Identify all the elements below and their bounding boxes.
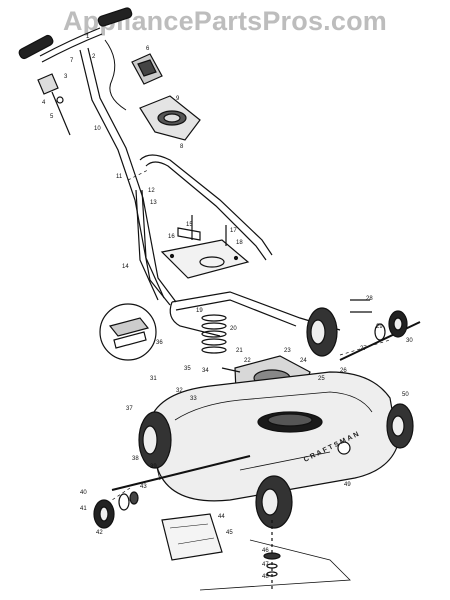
switch-box	[131, 53, 201, 141]
part-label: 46	[262, 548, 269, 554]
part-label: 2	[92, 54, 96, 60]
part-label: 11	[116, 174, 123, 180]
part-label: 7	[70, 58, 74, 64]
part-label: 42	[96, 530, 103, 536]
wheel-hardware-right	[350, 299, 408, 341]
wheel-rear-left	[138, 411, 172, 469]
part-label: 38	[132, 456, 139, 462]
part-callouts: 1 2 3 4 5 6 7 8 9 10 11 12 13 14 15 16 1…	[42, 34, 413, 580]
lower-handle	[135, 154, 273, 301]
part-label: 48	[262, 574, 269, 580]
part-label: 41	[80, 506, 87, 512]
part-label: 30	[406, 338, 413, 344]
part-label: 22	[244, 358, 251, 364]
part-label: 4	[42, 100, 46, 106]
part-label: 17	[230, 228, 237, 234]
part-label: 23	[284, 348, 291, 354]
part-label: 24	[300, 358, 307, 364]
detail-inset	[99, 303, 157, 361]
part-label: 14	[122, 264, 129, 270]
rear-plate	[161, 513, 351, 591]
part-label: 34	[202, 368, 209, 374]
part-label: 15	[186, 222, 193, 228]
part-label: 6	[146, 46, 150, 52]
part-label: 50	[402, 392, 409, 398]
part-label: 10	[94, 126, 101, 132]
part-label: 32	[176, 388, 183, 394]
part-label: 47	[262, 562, 269, 568]
part-label: 1	[86, 34, 90, 40]
part-label: 9	[176, 96, 180, 102]
blade-hardware	[263, 520, 281, 590]
part-label: 16	[168, 234, 175, 240]
part-label: 3	[64, 74, 68, 80]
part-label: 18	[236, 240, 243, 246]
part-label: 21	[236, 348, 243, 354]
part-label: 12	[148, 188, 155, 194]
part-label: 8	[180, 144, 184, 150]
wheel-rear-right	[306, 307, 338, 357]
switch-assembly	[37, 73, 71, 136]
part-label: 39	[150, 464, 157, 470]
part-label: 28	[366, 296, 373, 302]
part-label: 27	[360, 346, 367, 352]
part-label: 5	[50, 114, 54, 120]
part-label: 29	[376, 324, 383, 330]
wheel-hardware-left	[93, 491, 139, 529]
part-label: 25	[318, 376, 325, 382]
part-label: 36	[156, 340, 163, 346]
part-label: 49	[344, 482, 351, 488]
part-label: 35	[184, 366, 191, 372]
upper-handle	[18, 7, 177, 306]
part-label: 31	[150, 376, 157, 382]
part-label: 26	[340, 368, 347, 374]
part-label: 20	[230, 326, 237, 332]
mounting-plate	[160, 215, 250, 279]
part-label: 19	[196, 308, 203, 314]
mower-deck	[149, 371, 399, 502]
part-label: 37	[126, 406, 133, 412]
spring	[201, 314, 227, 354]
part-label: 44	[218, 514, 225, 520]
part-label: 45	[226, 530, 233, 536]
wheel-front-right	[386, 403, 414, 449]
wheel-front-left	[255, 475, 293, 529]
part-label: 13	[150, 200, 157, 206]
part-label: 43	[140, 484, 147, 490]
part-label: 33	[190, 396, 197, 402]
part-label: 40	[80, 490, 87, 496]
